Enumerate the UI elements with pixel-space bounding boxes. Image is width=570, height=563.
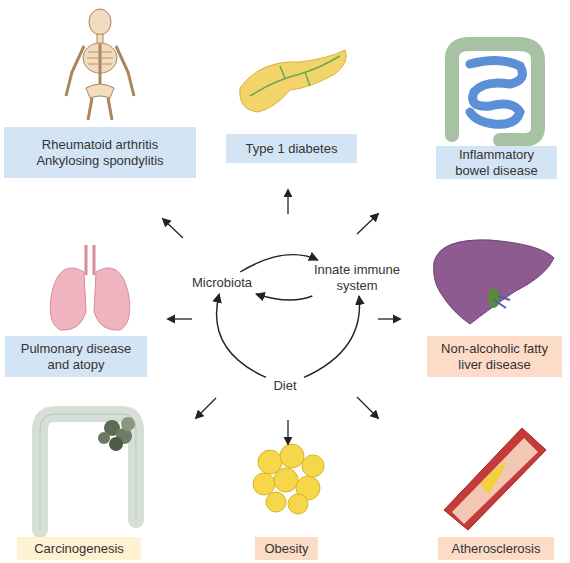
node-text: Non-alcoholic fatty liver disease [435, 341, 554, 373]
node-text: Ankylosing spondylitis [36, 153, 163, 169]
node-text: Innate immune system [306, 262, 408, 294]
skeleton-illustration [66, 9, 134, 120]
curved-arrow [304, 296, 360, 377]
radial-arrows-part [287, 420, 288, 444]
intestine-illustration-part [452, 44, 538, 140]
artery-illustration [444, 428, 546, 530]
skeleton-illustration-part [89, 9, 111, 35]
fat-cells-illustration-part [280, 444, 304, 468]
pancreas-illustration-part [240, 50, 346, 112]
artery-illustration-part [480, 462, 506, 494]
skeleton-illustration-part [108, 98, 112, 120]
fat-cells-illustration-part [253, 473, 275, 495]
node-text: Pulmonary disease and atopy [15, 341, 137, 373]
radial-arrows-part [168, 318, 192, 319]
curved-arrow [240, 255, 317, 272]
artery-illustration-part [452, 438, 538, 524]
radial-arrows-part [357, 214, 378, 234]
skeleton-illustration-part [88, 98, 92, 120]
colon-illustration [40, 414, 136, 530]
colon-illustration-part [40, 414, 136, 530]
curved-arrow [256, 294, 312, 300]
lungs-illustration-part [94, 268, 130, 330]
node-text: Rheumatoid arthritis [42, 137, 158, 153]
colon-illustration-part [109, 437, 123, 451]
intestine-illustration-part [470, 60, 522, 124]
node-text: Obesity [264, 541, 308, 557]
skeleton-illustration-part [86, 84, 114, 98]
factor-label: Innate immune system [306, 262, 408, 294]
liver-illustration-part [488, 288, 500, 308]
skeleton-illustration-part [87, 52, 113, 64]
pancreas-illustration [240, 50, 346, 112]
node-text: Microbiota [192, 275, 252, 291]
disease-box: Carcinogenesis [17, 537, 141, 560]
colon-illustration-part [40, 414, 136, 530]
skeleton-illustration-part [66, 46, 84, 96]
factor-label: Microbiota [186, 274, 258, 292]
fat-cells-illustration-part [266, 492, 286, 512]
pancreas-illustration-part [250, 56, 340, 96]
artery-illustration-part [444, 428, 546, 530]
lungs-illustration-part [50, 268, 86, 330]
intestine-illustration [452, 44, 538, 140]
liver-illustration-part [494, 296, 510, 308]
radial-arrows-part [357, 397, 378, 418]
lungs-illustration [50, 245, 130, 330]
disease-box: Obesity [255, 537, 318, 560]
liver-illustration [434, 240, 554, 324]
skeleton-illustration-part [116, 46, 134, 96]
disease-box: Pulmonary disease and atopy [5, 336, 147, 377]
colon-illustration-part [98, 432, 110, 444]
radial-arrows-part [287, 190, 288, 214]
node-text: Inflammatory bowel disease [442, 147, 551, 179]
disease-box: Inflammatory bowel disease [436, 146, 557, 179]
fat-cells-illustration-part [288, 494, 308, 514]
node-text: Atherosclerosis [452, 541, 541, 557]
disease-box: Atherosclerosis [438, 537, 554, 560]
disease-box: Non-alcoholic fatty liver disease [427, 336, 562, 377]
radial-arrows-part [196, 398, 216, 418]
disease-box: Type 1 diabetes [226, 134, 357, 163]
colon-illustration-part [121, 417, 135, 431]
lungs-illustration-part [86, 245, 94, 275]
radial-arrows-part [163, 219, 183, 238]
radial-arrows [163, 190, 400, 444]
fat-cells-illustration [253, 444, 324, 514]
curved-arrow [217, 294, 266, 377]
node-text: Carcinogenesis [34, 541, 124, 557]
fat-cells-illustration-part [302, 455, 324, 477]
radial-arrows-part [378, 318, 400, 319]
skeleton-illustration-part [99, 44, 102, 90]
node-text: Diet [273, 378, 296, 394]
factor-label: Diet [268, 377, 302, 395]
fat-cells-illustration-part [274, 468, 298, 492]
disease-box: Rheumatoid arthritisAnkylosing spondylit… [4, 127, 196, 178]
liver-illustration-part [434, 240, 554, 324]
node-text: Type 1 diabetes [246, 141, 338, 157]
